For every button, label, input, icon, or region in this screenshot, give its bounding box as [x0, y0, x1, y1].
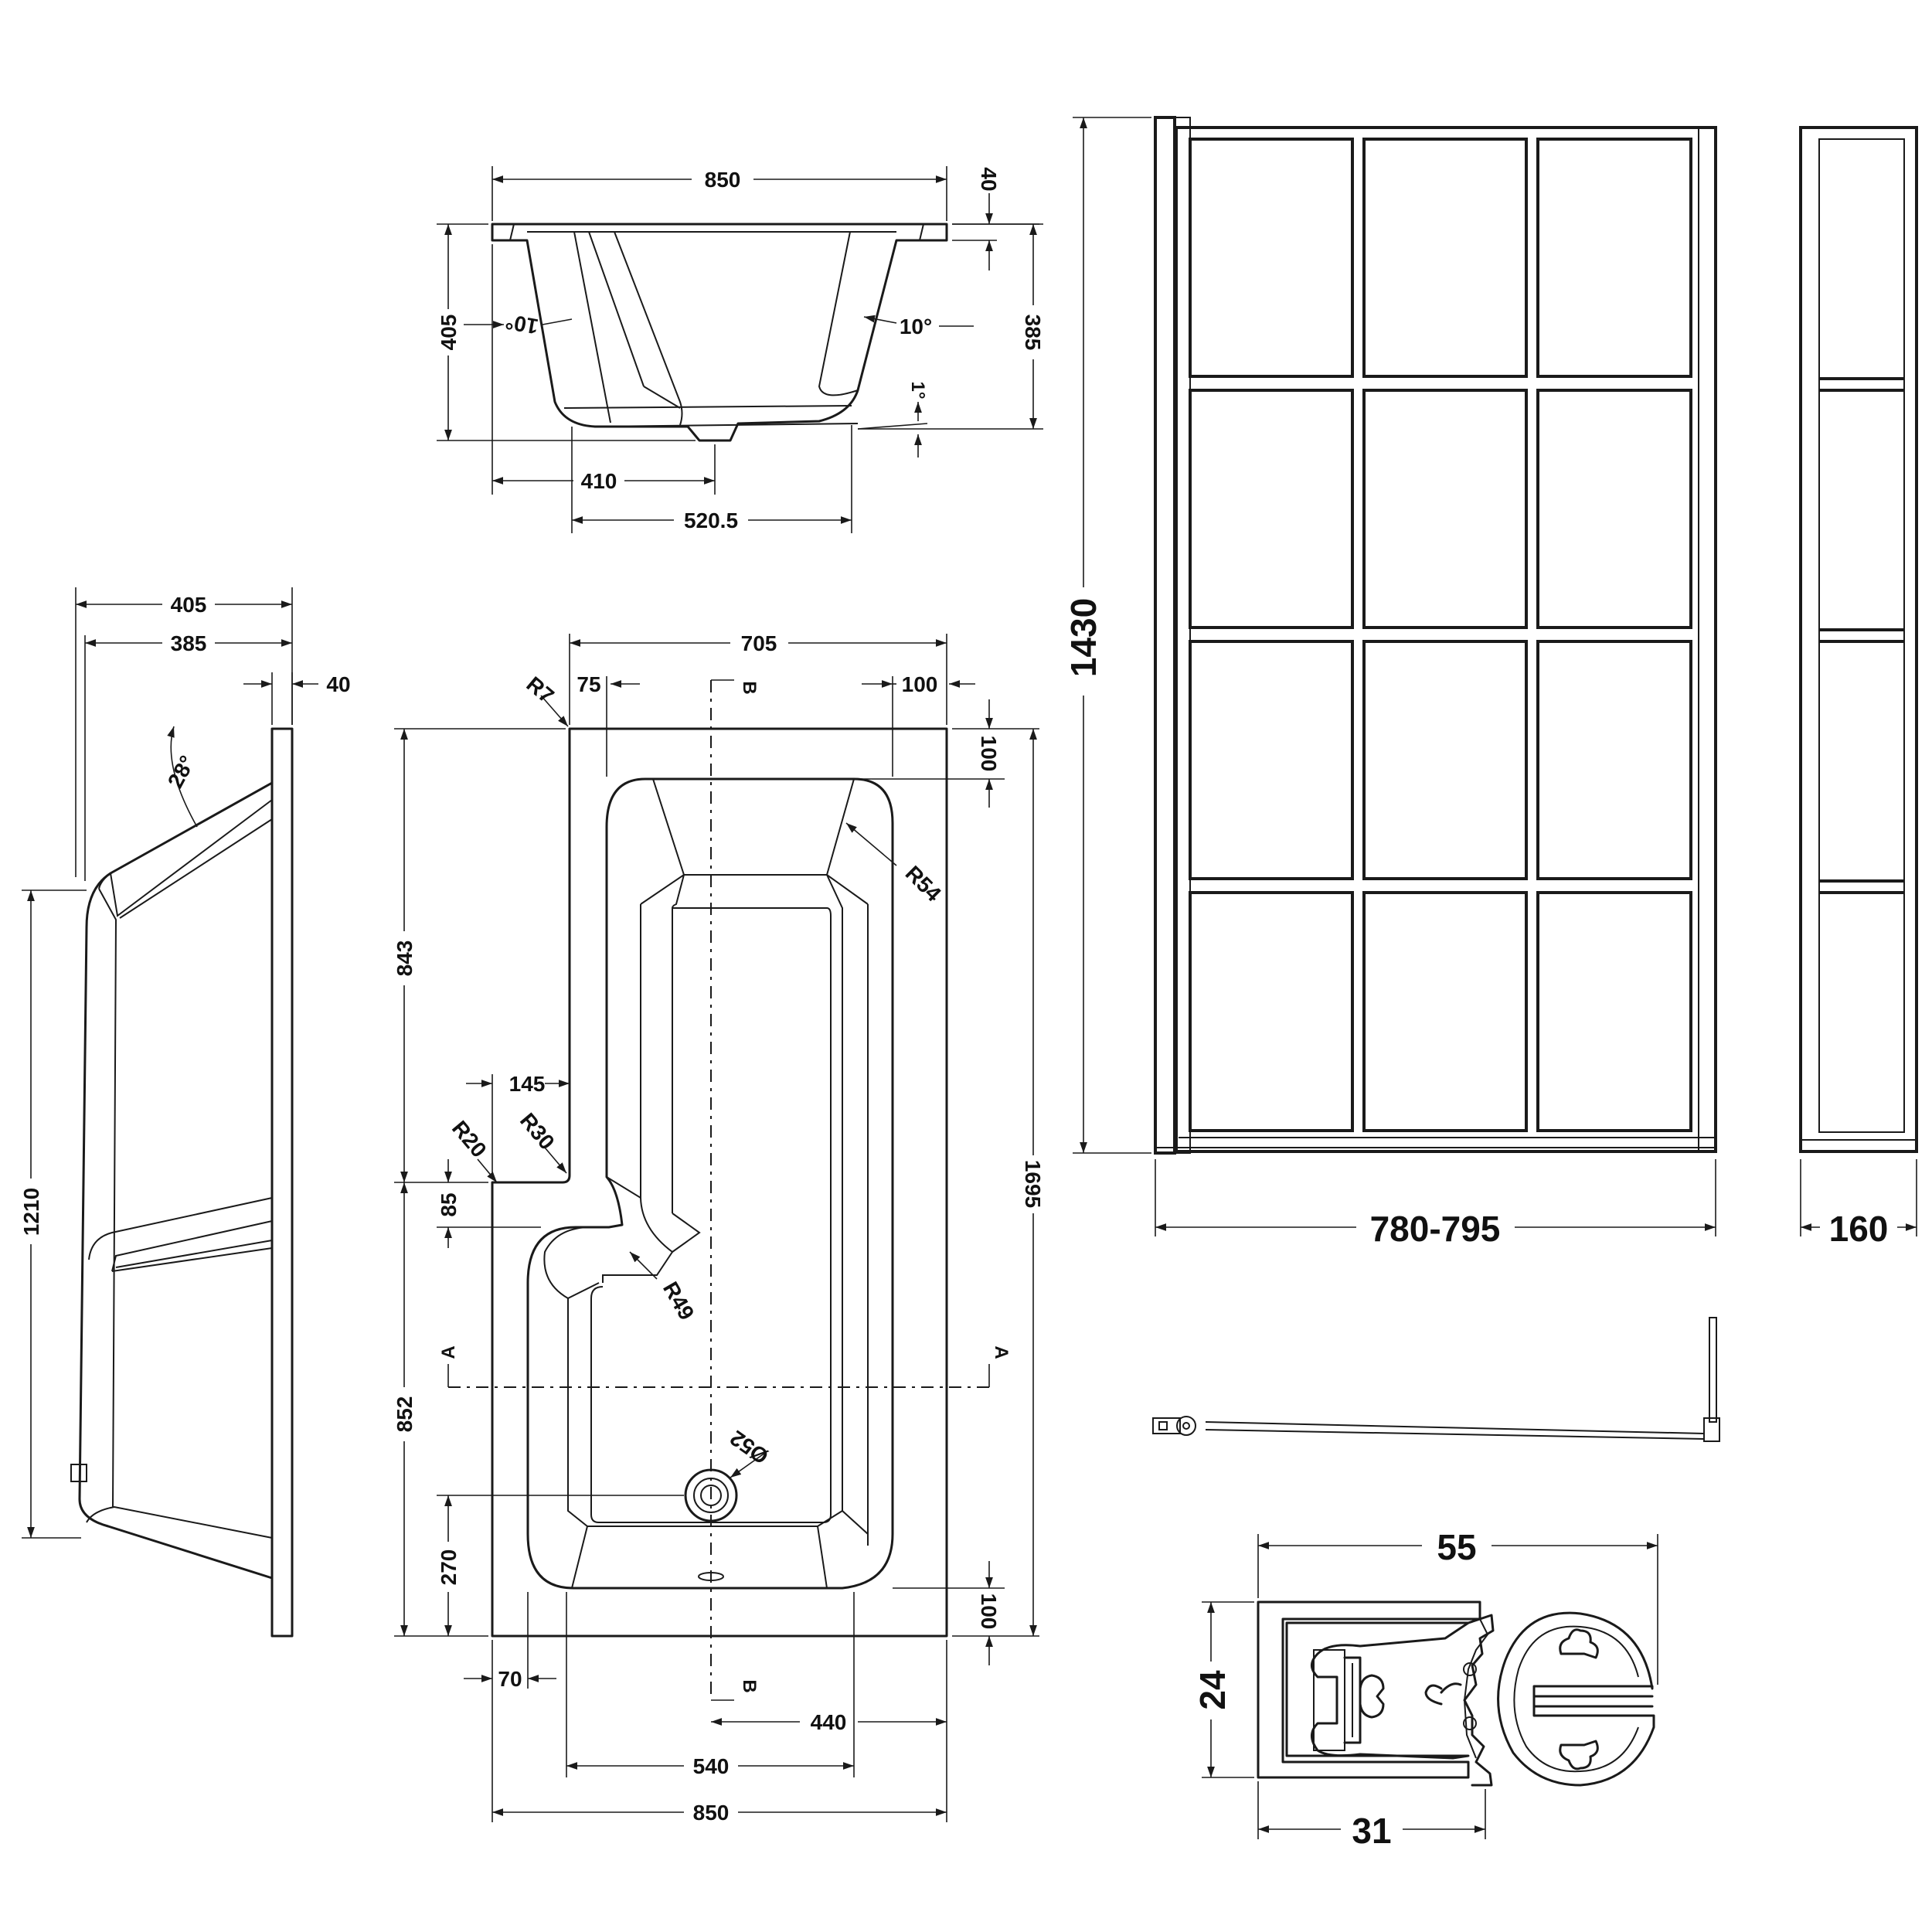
bath-plan-view: B B A A 705 R7 75 100 100 R54 — [393, 631, 1045, 1825]
bath-screen-side: 160 — [1799, 126, 1918, 1249]
dim-plan-lower-length: 852 — [393, 1396, 417, 1433]
dim-side-depth-inner: 385 — [171, 631, 207, 655]
dim-side-length: 1210 — [19, 1188, 43, 1236]
radius-r54: R54 — [901, 861, 947, 906]
bath-side-view: 405 385 40 28° 1210 — [19, 587, 351, 1638]
angle-end-floor: 1° — [907, 382, 928, 400]
dim-plan-waste-offset: 440 — [811, 1710, 847, 1734]
dim-plan-overall-length: 1695 — [1021, 1160, 1045, 1208]
section-a-left: A — [438, 1345, 459, 1359]
dim-profile-base: 31 — [1352, 1811, 1391, 1851]
dim-plan-step: 145 — [509, 1072, 546, 1096]
bath-end-view: 850 40 405 385 10° 10° 1° 410 — [437, 166, 1045, 533]
dim-end-rim: 40 — [977, 167, 1001, 191]
angle-end-right: 10° — [900, 315, 932, 338]
dim-plan-left-edge: 70 — [498, 1667, 522, 1691]
dim-plan-step-rim: 85 — [437, 1192, 461, 1216]
radius-r7: R7 — [522, 672, 558, 708]
dim-plan-waste-position: 270 — [437, 1549, 461, 1586]
angle-side-back: 28° — [163, 752, 199, 792]
dim-end-floor-length: 520.5 — [684, 509, 738, 532]
radius-r49: R49 — [658, 1277, 699, 1324]
dim-plan-bottom-rim: 100 — [977, 1594, 1001, 1630]
section-a-right: A — [991, 1345, 1012, 1359]
dim-plan-overall-width: 850 — [693, 1801, 730, 1825]
dim-end-waste-offset: 410 — [581, 469, 617, 493]
screen-profile-section: 55 24 31 — [1192, 1527, 1658, 1851]
dim-plan-upper-length: 843 — [393, 940, 417, 977]
section-b-bottom: B — [739, 1679, 760, 1692]
screen-grid-panes — [1189, 138, 1692, 1132]
radius-r30: R30 — [515, 1108, 560, 1154]
bath-screen-front: 1430 780-795 — [1063, 116, 1717, 1249]
dim-profile-width: 55 — [1437, 1527, 1476, 1567]
dim-end-width: 850 — [705, 168, 741, 192]
dim-plan-left-rim: 75 — [577, 672, 600, 696]
dim-screen-return-width: 160 — [1829, 1209, 1889, 1249]
dim-end-height-outer: 405 — [437, 315, 461, 351]
waste-diameter: Ø52 — [726, 1426, 773, 1469]
dim-screen-height: 1430 — [1063, 598, 1104, 677]
dim-plan-right-rim: 100 — [902, 672, 938, 696]
dim-plan-top-rim: 100 — [977, 736, 1001, 772]
dim-end-height-inner: 385 — [1021, 315, 1045, 351]
screen-top-view — [1152, 1317, 1720, 1442]
dim-side-rim: 40 — [326, 672, 350, 696]
radius-r20: R20 — [447, 1116, 492, 1162]
dim-plan-top-width: 705 — [741, 631, 777, 655]
dim-profile-height: 24 — [1192, 1670, 1233, 1710]
angle-end-left: 10° — [504, 309, 540, 338]
dim-screen-width: 780-795 — [1370, 1209, 1501, 1249]
dim-plan-floor-width: 540 — [693, 1754, 730, 1778]
dim-side-depth-outer: 405 — [171, 593, 207, 617]
section-b-top: B — [739, 681, 760, 694]
